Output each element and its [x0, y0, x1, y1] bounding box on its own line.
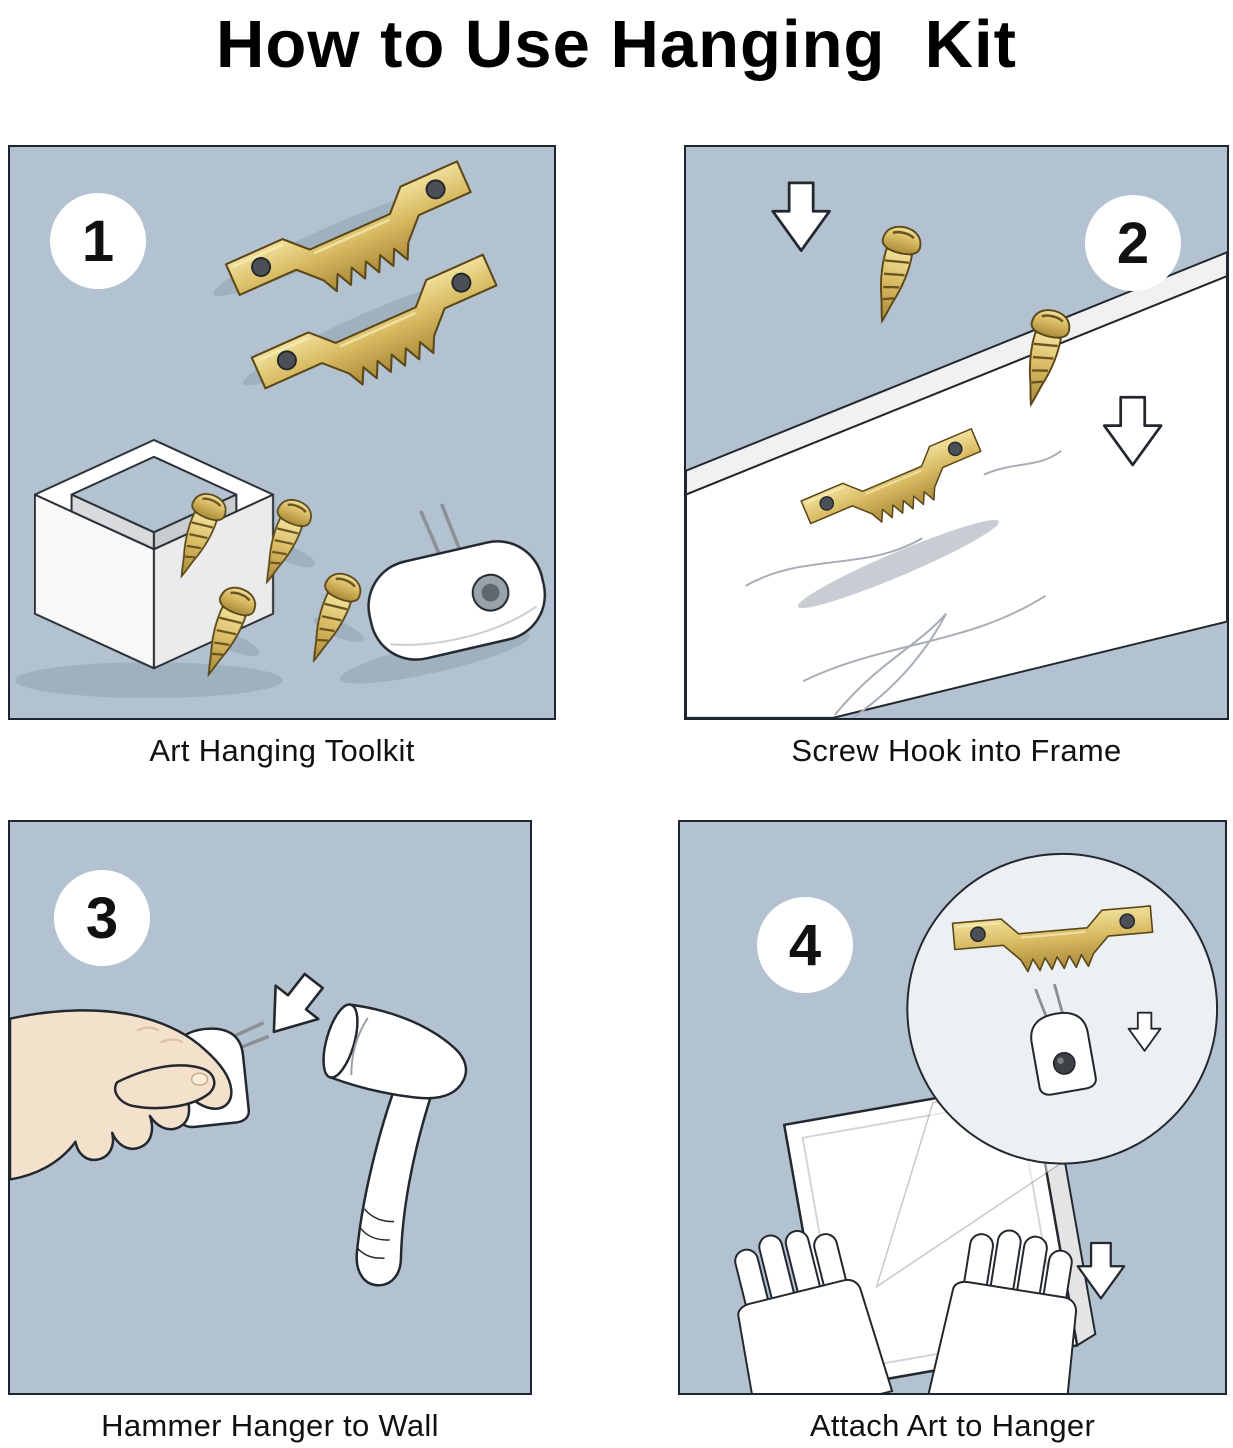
screw-hole — [819, 496, 835, 511]
step-2-number: 2 — [1116, 210, 1150, 276]
step-2-caption: Screw Hook into Frame — [791, 733, 1122, 768]
step-4-illustration — [734, 852, 1219, 1393]
right-hand — [926, 1229, 1078, 1393]
thumbnail — [190, 1072, 209, 1086]
screw-hole — [451, 272, 472, 293]
screw — [265, 499, 312, 585]
hammer — [322, 1003, 468, 1287]
step-3: 3 Hammer Hanger to Wall — [8, 820, 532, 1444]
screw — [1028, 309, 1071, 408]
step-2: 2 Screw Hook into Frame — [684, 145, 1229, 769]
magnifier-contents — [951, 905, 1162, 1096]
step-1-illustration — [14, 160, 547, 699]
hand-thumb — [113, 1064, 216, 1110]
hammer-handle — [355, 1080, 434, 1287]
sawtooth-hanger — [250, 253, 498, 390]
step-3-caption: Hammer Hanger to Wall — [101, 1408, 439, 1443]
step-3-panel: 3 — [8, 820, 532, 1395]
step-4-panel: 4 — [678, 820, 1227, 1395]
sawtooth-hanger — [800, 428, 982, 525]
step-1: 1 Art Hanging Toolkit — [8, 145, 556, 769]
step-1-number: 1 — [81, 208, 115, 274]
down-arrow-icon — [771, 181, 831, 252]
sawtooth-hanger — [951, 905, 1154, 973]
step-2-illustration — [686, 181, 1227, 718]
step-1-panel: 1 — [8, 145, 556, 720]
down-left-arrow-icon — [272, 972, 324, 1034]
left-hand — [734, 1229, 894, 1393]
hammer-head — [328, 1003, 468, 1100]
hanger-shadow — [797, 519, 1000, 609]
screw-hole — [425, 179, 446, 200]
wall-hook — [367, 503, 547, 661]
sawtooth-hanger — [224, 160, 472, 296]
page-title: How to Use Hanging Kit — [216, 7, 1017, 82]
down-arrow-icon — [1076, 1241, 1126, 1300]
screw-hole — [276, 350, 297, 371]
step-1-number-badge: 1 — [50, 193, 146, 289]
plastic-hanger — [1030, 983, 1097, 1096]
screw — [180, 493, 227, 579]
screw — [879, 225, 922, 325]
step-4: 4 Attach Art to Hanger — [678, 820, 1227, 1444]
screw-hole — [251, 257, 272, 278]
step-2-panel: 2 — [684, 145, 1229, 720]
down-arrow-icon — [1127, 1011, 1162, 1052]
hammer-face — [322, 1003, 359, 1079]
step-4-number: 4 — [788, 912, 822, 978]
step-4-number-badge: 4 — [757, 897, 853, 993]
down-arrow-icon — [1102, 395, 1163, 467]
step-3-number-badge: 3 — [54, 870, 150, 966]
step-1-caption: Art Hanging Toolkit — [149, 733, 415, 768]
step-3-illustration — [10, 972, 468, 1287]
screw-hole — [947, 441, 963, 457]
wood-grain — [745, 450, 1062, 718]
step-3-number: 3 — [85, 885, 119, 951]
screw — [207, 586, 257, 678]
step-2-number-badge: 2 — [1085, 195, 1181, 291]
wood-plank — [686, 251, 1227, 718]
step-4-caption: Attach Art to Hanger — [809, 1408, 1096, 1443]
screw-hole — [1119, 913, 1136, 930]
screw — [312, 572, 362, 664]
screw-hole — [970, 926, 986, 943]
hand — [10, 1009, 233, 1181]
